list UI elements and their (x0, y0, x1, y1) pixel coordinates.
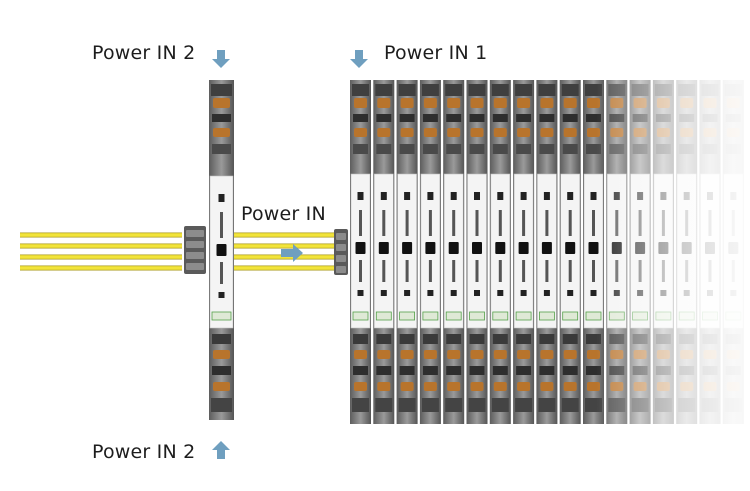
bottom-slot-2 (353, 366, 368, 375)
terminal-module (350, 80, 371, 424)
label-strip (382, 210, 386, 236)
top-screw-clamp (352, 84, 369, 96)
bottom-slot-2 (376, 366, 392, 375)
test-point (357, 290, 364, 296)
top-contact-orange (354, 98, 367, 108)
led-window (218, 194, 225, 202)
green-label (352, 311, 369, 321)
bottom-slot-2 (399, 366, 415, 375)
arrow-up-power-in-2-icon (212, 441, 230, 459)
label-power-in: Power IN (241, 203, 326, 225)
bottom-slot (399, 334, 415, 344)
top-slot (353, 114, 368, 122)
fuse-symbol (378, 242, 389, 254)
top-screw-clamp (211, 84, 232, 96)
connector-plug (334, 229, 348, 275)
top-slot (376, 114, 392, 122)
test-point (404, 290, 411, 296)
label-power-in-2-bottom: Power IN 2 (92, 441, 196, 463)
bottom-screw-clamp (211, 398, 232, 412)
label-power-in-2-top: Power IN 2 (92, 42, 196, 64)
test-point (218, 292, 225, 298)
top-slot-2 (212, 144, 231, 154)
led-window (357, 192, 364, 200)
bottom-contact-orange (400, 350, 414, 359)
top-slot-2 (376, 144, 392, 154)
plug-pin (186, 252, 204, 259)
label-strip-2 (220, 262, 223, 284)
bottom-contact-orange-2 (213, 382, 230, 391)
terminal-module (209, 80, 234, 420)
fuse-symbol (402, 242, 413, 254)
led-window (380, 192, 387, 200)
label-strip (359, 210, 362, 236)
bottom-screw-clamp (398, 398, 416, 412)
top-contact-orange (213, 98, 230, 108)
bottom-screw-clamp (352, 398, 369, 412)
bottom-screw-clamp (375, 398, 393, 412)
label-strip-2 (359, 260, 362, 282)
led-window (404, 192, 411, 200)
terminal-module (373, 80, 395, 424)
top-contact-orange (377, 98, 391, 108)
bottom-contact-orange-2 (377, 382, 391, 391)
plug-pin (336, 255, 346, 262)
label-strip (220, 212, 223, 238)
plug-pin (186, 230, 204, 237)
top-slot (212, 114, 231, 122)
green-label (399, 311, 416, 321)
top-slot-2 (399, 144, 415, 154)
plug-pin (336, 266, 346, 273)
test-point (380, 290, 387, 296)
top-slot (399, 114, 415, 122)
green-label (211, 311, 232, 321)
top-screw-clamp (375, 84, 393, 96)
arrow-down-power-in-1-icon (350, 50, 368, 68)
bottom-contact-orange-2 (354, 382, 367, 391)
top-contact-orange-2 (400, 128, 414, 137)
top-contact-orange-2 (377, 128, 391, 137)
label-power-in-1: Power IN 1 (384, 42, 488, 64)
green-label (375, 311, 392, 321)
connector-plug (184, 226, 206, 274)
top-contact-orange (400, 98, 414, 108)
bottom-slot (212, 334, 231, 344)
arrow-down-power-in-2-icon (212, 50, 230, 68)
bottom-contact-orange (213, 350, 230, 359)
top-contact-orange-2 (354, 128, 367, 137)
bottom-contact-orange-2 (400, 382, 414, 391)
fuse-symbol (216, 244, 227, 256)
input-wires (20, 232, 334, 271)
label-strip (405, 210, 409, 236)
terminal-module (396, 80, 418, 424)
arrow-right-power-in-icon (281, 244, 303, 262)
bottom-contact-orange (354, 350, 367, 359)
bottom-slot (376, 334, 392, 344)
label-strip-2 (382, 260, 386, 282)
arrows (212, 50, 368, 459)
fade-overlay (430, 78, 750, 424)
plug-pin (186, 263, 204, 270)
bottom-slot-2 (212, 366, 231, 375)
label-strip-2 (405, 260, 409, 282)
bottom-contact-orange (377, 350, 391, 359)
top-slot-2 (353, 144, 368, 154)
top-contact-orange-2 (213, 128, 230, 137)
plug-pin (336, 244, 346, 251)
bottom-slot (353, 334, 368, 344)
plug-pin (186, 241, 204, 248)
top-screw-clamp (398, 84, 416, 96)
feed-in-terminal-block (184, 80, 234, 420)
plug-pin (336, 233, 346, 240)
fuse-symbol (355, 242, 366, 254)
